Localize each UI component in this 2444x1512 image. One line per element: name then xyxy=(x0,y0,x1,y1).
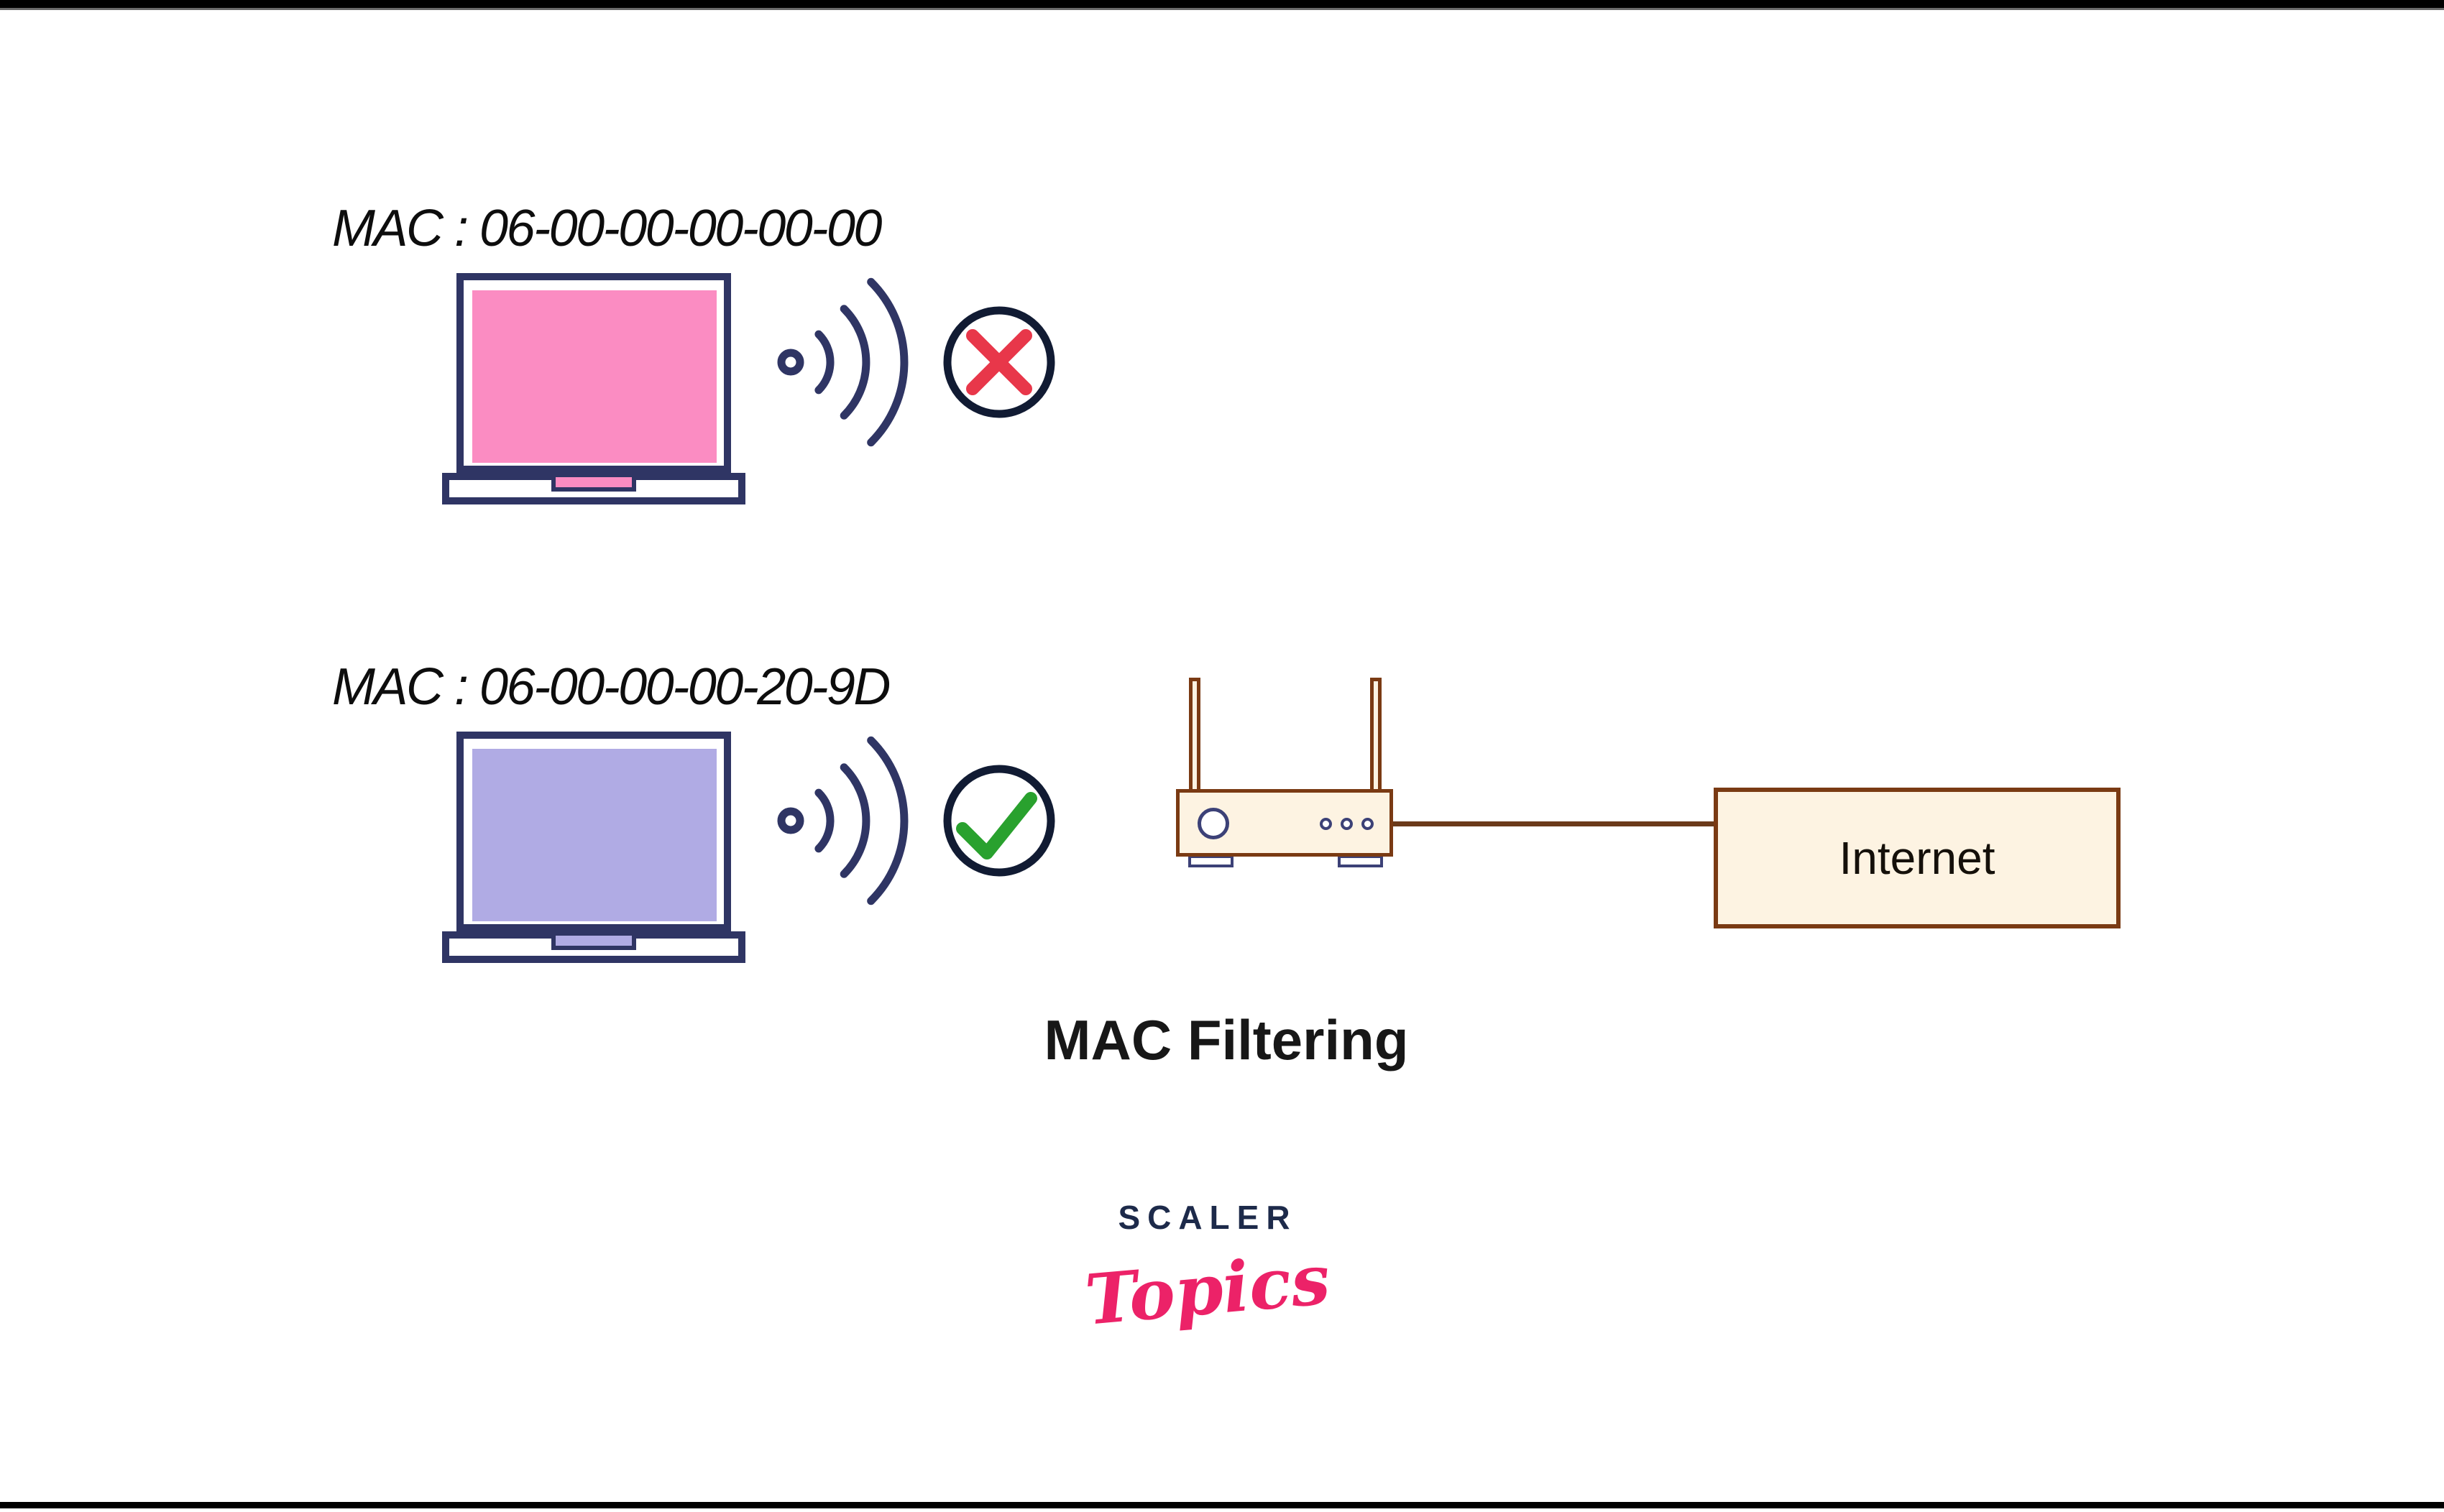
router-icon xyxy=(1176,676,1393,872)
laptop-screen xyxy=(472,290,717,463)
top-border-bar xyxy=(0,0,2444,10)
laptop-base xyxy=(442,473,745,504)
internet-label: Internet xyxy=(1839,832,1995,884)
bottom-border-bar xyxy=(0,1502,2444,1508)
router-light xyxy=(1320,818,1332,830)
router-antenna xyxy=(1370,678,1382,794)
laptop-frame xyxy=(456,273,731,473)
laptop-frame xyxy=(456,732,731,931)
laptop-base xyxy=(442,931,745,963)
laptop-icon-allowed xyxy=(442,732,745,963)
router-light xyxy=(1361,818,1374,830)
wifi-signal-icon xyxy=(777,736,909,905)
router-light xyxy=(1341,818,1353,830)
laptop-icon-blocked xyxy=(442,273,745,504)
logo-sub-text: Topics xyxy=(1082,1238,1333,1341)
router-foot xyxy=(1338,855,1383,867)
laptop-notch xyxy=(551,473,636,492)
router-power-circle xyxy=(1198,808,1229,839)
router-internet-cable xyxy=(1392,821,1714,826)
router-foot xyxy=(1188,855,1234,867)
router-lights xyxy=(1320,818,1374,830)
check-circle-icon xyxy=(943,765,1055,877)
x-circle-icon xyxy=(943,306,1055,418)
router-body xyxy=(1176,789,1393,857)
router-antenna xyxy=(1189,678,1200,794)
laptop-notch xyxy=(551,931,636,950)
wifi-signal-icon xyxy=(777,277,909,447)
internet-node: Internet xyxy=(1714,788,2121,928)
logo-brand-text: SCALER xyxy=(1118,1199,1297,1236)
laptop-screen xyxy=(472,749,717,921)
diagram-title: MAC Filtering xyxy=(1044,1008,1409,1071)
scaler-topics-logo: SCALER Topics xyxy=(1064,1199,1351,1344)
mac-address-label-blocked: MAC : 06-00-00-00-00-00 xyxy=(332,200,882,257)
mac-address-label-allowed: MAC : 06-00-00-00-20-9D xyxy=(332,658,891,716)
